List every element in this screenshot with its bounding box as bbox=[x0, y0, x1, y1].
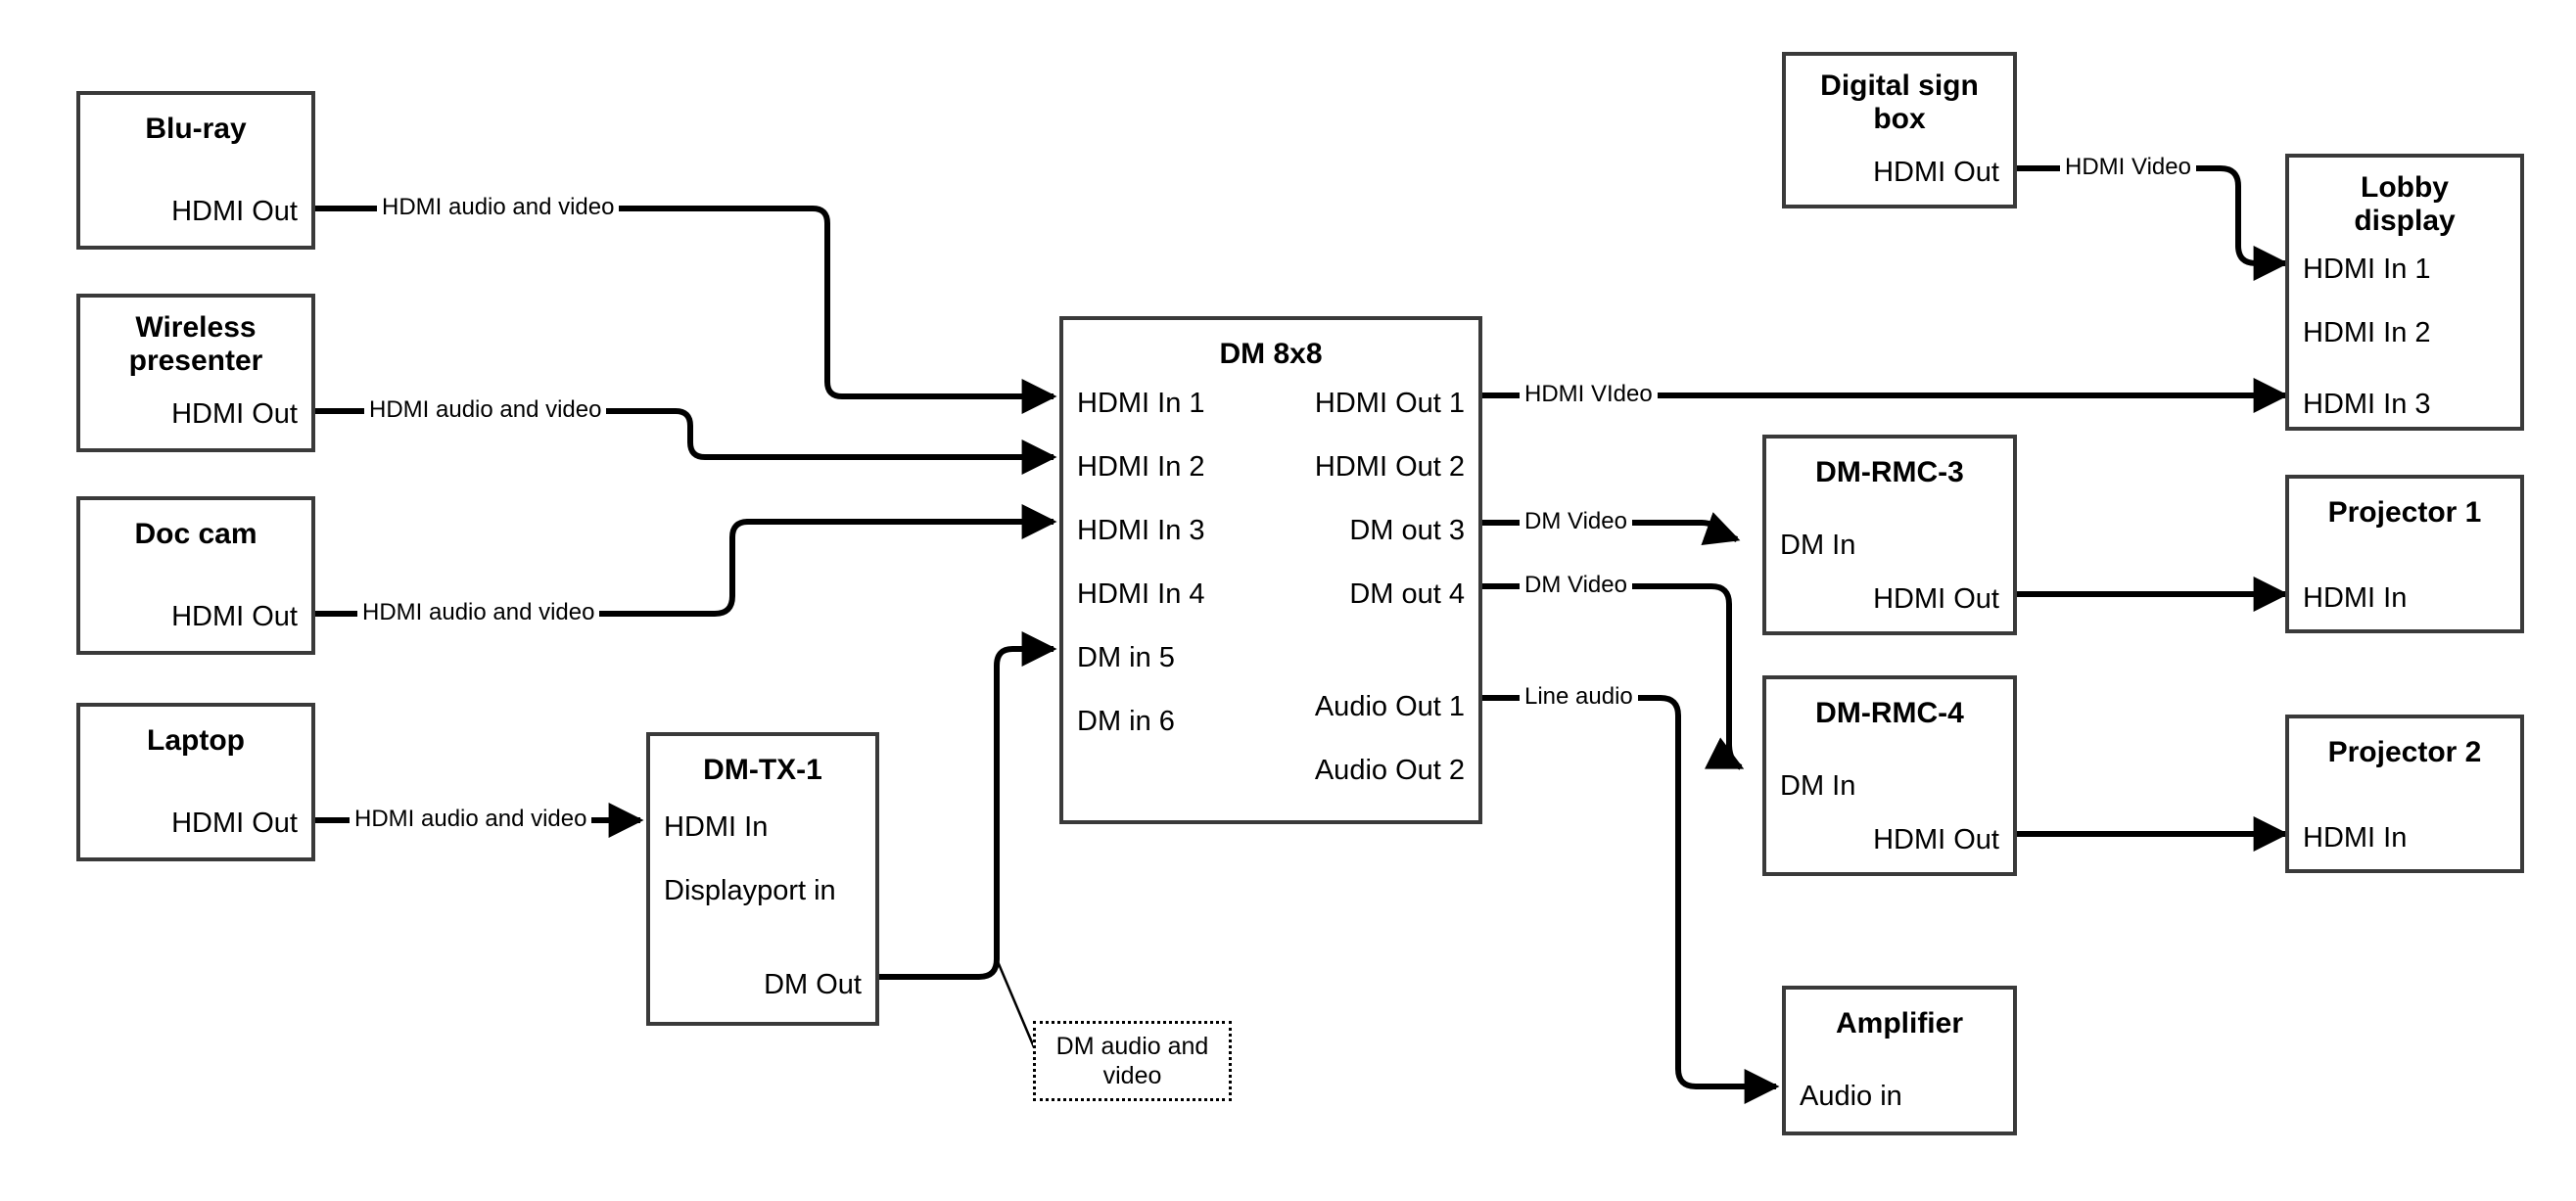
node-projector-1[interactable]: Projector 1 HDMI In bbox=[2285, 475, 2524, 633]
node-doc-cam-title: Doc cam bbox=[134, 518, 258, 550]
port-dm8x8-hdmi-out-1[interactable]: HDMI Out 1 bbox=[1314, 388, 1465, 419]
port-lobby-hdmi-in-3[interactable]: HDMI In 3 bbox=[2303, 389, 2431, 420]
port-dm8x8-hdmi-in-4[interactable]: HDMI In 4 bbox=[1077, 578, 1205, 610]
wire-label-dmout4-to-rmc4: DM Video bbox=[1520, 574, 1632, 597]
wire-dmtx1-to-in5 bbox=[879, 631, 1057, 980]
node-laptop-title: Laptop bbox=[147, 724, 245, 757]
node-dm-rmc-3[interactable]: DM-RMC-3 DM In HDMI Out bbox=[1762, 435, 2017, 635]
node-dm-tx-1-title: DM-TX-1 bbox=[703, 754, 822, 786]
port-rmc4-hdmi-out[interactable]: HDMI Out bbox=[1873, 824, 1999, 855]
port-lobby-hdmi-in-1[interactable]: HDMI In 1 bbox=[2303, 254, 2431, 285]
wire-label-doccam-to-in3: HDMI audio and video bbox=[357, 601, 600, 624]
port-bluray-hdmi-out[interactable]: HDMI Out bbox=[171, 196, 298, 227]
port-projector2-hdmi-in[interactable]: HDMI In bbox=[2303, 822, 2408, 854]
port-dm8x8-hdmi-in-1[interactable]: HDMI In 1 bbox=[1077, 388, 1205, 419]
callout-dm-audio-and-video-text: DM audio and video bbox=[1055, 1033, 1209, 1089]
node-wireless-presenter[interactable]: Wireless presenter HDMI Out bbox=[76, 294, 315, 452]
port-dm8x8-audio-out-1[interactable]: Audio Out 1 bbox=[1314, 691, 1465, 722]
wire-label-audioout1-to-amp: Line audio bbox=[1520, 685, 1638, 709]
port-rmc3-dm-in[interactable]: DM In bbox=[1780, 530, 1856, 561]
port-projector1-hdmi-in[interactable]: HDMI In bbox=[2303, 582, 2408, 614]
port-dm8x8-hdmi-in-3[interactable]: HDMI In 3 bbox=[1077, 515, 1205, 546]
wire-label-sign-to-lobby1: HDMI Video bbox=[2060, 156, 2196, 179]
node-dm-rmc-4[interactable]: DM-RMC-4 DM In HDMI Out bbox=[1762, 675, 2017, 876]
wire-label-laptop-to-dmtx1: HDMI audio and video bbox=[350, 808, 592, 831]
node-wireless-presenter-title: Wireless presenter bbox=[128, 311, 263, 377]
port-lobby-hdmi-in-2[interactable]: HDMI In 2 bbox=[2303, 317, 2431, 348]
port-wireless-hdmi-out[interactable]: HDMI Out bbox=[171, 398, 298, 430]
port-dmtx1-displayport-in[interactable]: Displayport in bbox=[664, 875, 836, 906]
port-dmtx1-dm-out[interactable]: DM Out bbox=[764, 969, 862, 1000]
port-amplifier-audio-in[interactable]: Audio in bbox=[1800, 1081, 1902, 1112]
node-amplifier[interactable]: Amplifier Audio in bbox=[1782, 986, 2017, 1135]
node-dm-tx-1[interactable]: DM-TX-1 HDMI In Displayport in DM Out bbox=[646, 732, 879, 1026]
node-dm-8x8-title: DM 8x8 bbox=[1219, 338, 1323, 370]
node-laptop[interactable]: Laptop HDMI Out bbox=[76, 703, 315, 861]
node-dm-8x8[interactable]: DM 8x8 HDMI In 1 HDMI In 2 HDMI In 3 HDM… bbox=[1059, 316, 1482, 824]
wire-audioout1-to-amp bbox=[1482, 695, 1780, 1104]
port-digitalsign-hdmi-out[interactable]: HDMI Out bbox=[1873, 157, 1999, 188]
wire-label-wireless-to-in2: HDMI audio and video bbox=[364, 398, 607, 422]
port-dm8x8-dm-out-4[interactable]: DM out 4 bbox=[1349, 578, 1465, 610]
callout-dm-audio-and-video: DM audio and video bbox=[1033, 1021, 1232, 1101]
port-rmc4-dm-in[interactable]: DM In bbox=[1780, 770, 1856, 802]
wire-label-hdmiout1-to-lobby3: HDMI VIdeo bbox=[1520, 383, 1658, 406]
node-lobby-display-title: Lobby display bbox=[2354, 171, 2456, 237]
wire-label-dmout3-to-rmc3: DM Video bbox=[1520, 510, 1632, 533]
port-dm8x8-dm-out-3[interactable]: DM out 3 bbox=[1349, 515, 1465, 546]
wire-dmout4-to-rmc4 bbox=[1482, 583, 1745, 770]
node-dm-rmc-4-title: DM-RMC-4 bbox=[1815, 697, 1964, 729]
node-projector-2-title: Projector 2 bbox=[2327, 736, 2482, 768]
node-doc-cam[interactable]: Doc cam HDMI Out bbox=[76, 496, 315, 655]
node-lobby-display[interactable]: Lobby display HDMI In 1 HDMI In 2 HDMI I… bbox=[2285, 154, 2524, 431]
node-bluray-title: Blu-ray bbox=[145, 113, 247, 145]
port-dm8x8-hdmi-in-2[interactable]: HDMI In 2 bbox=[1077, 451, 1205, 483]
port-laptop-hdmi-out[interactable]: HDMI Out bbox=[171, 808, 298, 839]
node-amplifier-title: Amplifier bbox=[1835, 1007, 1964, 1039]
port-dm8x8-audio-out-2[interactable]: Audio Out 2 bbox=[1314, 755, 1465, 786]
port-rmc3-hdmi-out[interactable]: HDMI Out bbox=[1873, 583, 1999, 615]
node-projector-2[interactable]: Projector 2 HDMI In bbox=[2285, 715, 2524, 873]
port-dm8x8-dm-in-5[interactable]: DM in 5 bbox=[1077, 642, 1175, 673]
wire-label-bluray-to-in1: HDMI audio and video bbox=[377, 196, 620, 219]
node-projector-1-title: Projector 1 bbox=[2327, 496, 2482, 529]
wire-sign-to-lobby1 bbox=[2017, 165, 2289, 281]
wire-bluray-to-in1 bbox=[315, 206, 1057, 414]
node-digital-sign-box-title: Digital sign box bbox=[1820, 69, 1979, 135]
node-digital-sign-box[interactable]: Digital sign box HDMI Out bbox=[1782, 52, 2017, 208]
port-dm8x8-dm-in-6[interactable]: DM in 6 bbox=[1077, 706, 1175, 737]
port-dm8x8-hdmi-out-2[interactable]: HDMI Out 2 bbox=[1314, 451, 1465, 483]
node-dm-rmc-3-title: DM-RMC-3 bbox=[1815, 456, 1964, 488]
port-doccam-hdmi-out[interactable]: HDMI Out bbox=[171, 601, 298, 632]
port-dmtx1-hdmi-in[interactable]: HDMI In bbox=[664, 811, 769, 843]
node-bluray[interactable]: Blu-ray HDMI Out bbox=[76, 91, 315, 250]
